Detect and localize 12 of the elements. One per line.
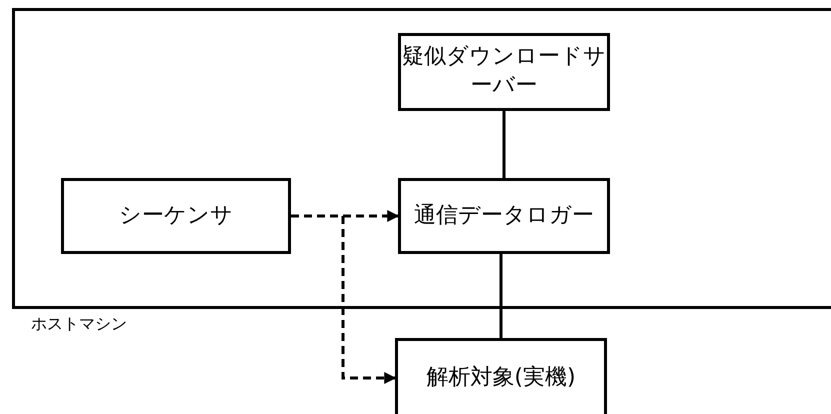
- arrow: [291, 214, 396, 384]
- process-box: [61, 178, 291, 254]
- box-label: 疑似ダウンロードサーバー: [401, 43, 607, 100]
- box-label: 通信データロガー: [414, 202, 594, 230]
- process-box: [395, 338, 607, 414]
- box-label: シーケンサ: [119, 202, 233, 230]
- box-label: 解析対象(実機): [426, 364, 576, 392]
- connector-line: [500, 254, 502, 338]
- frame-label: ホストマシン: [31, 314, 127, 335]
- connector-line: [502, 111, 506, 178]
- process-box: [398, 33, 610, 111]
- process-box: [398, 178, 610, 254]
